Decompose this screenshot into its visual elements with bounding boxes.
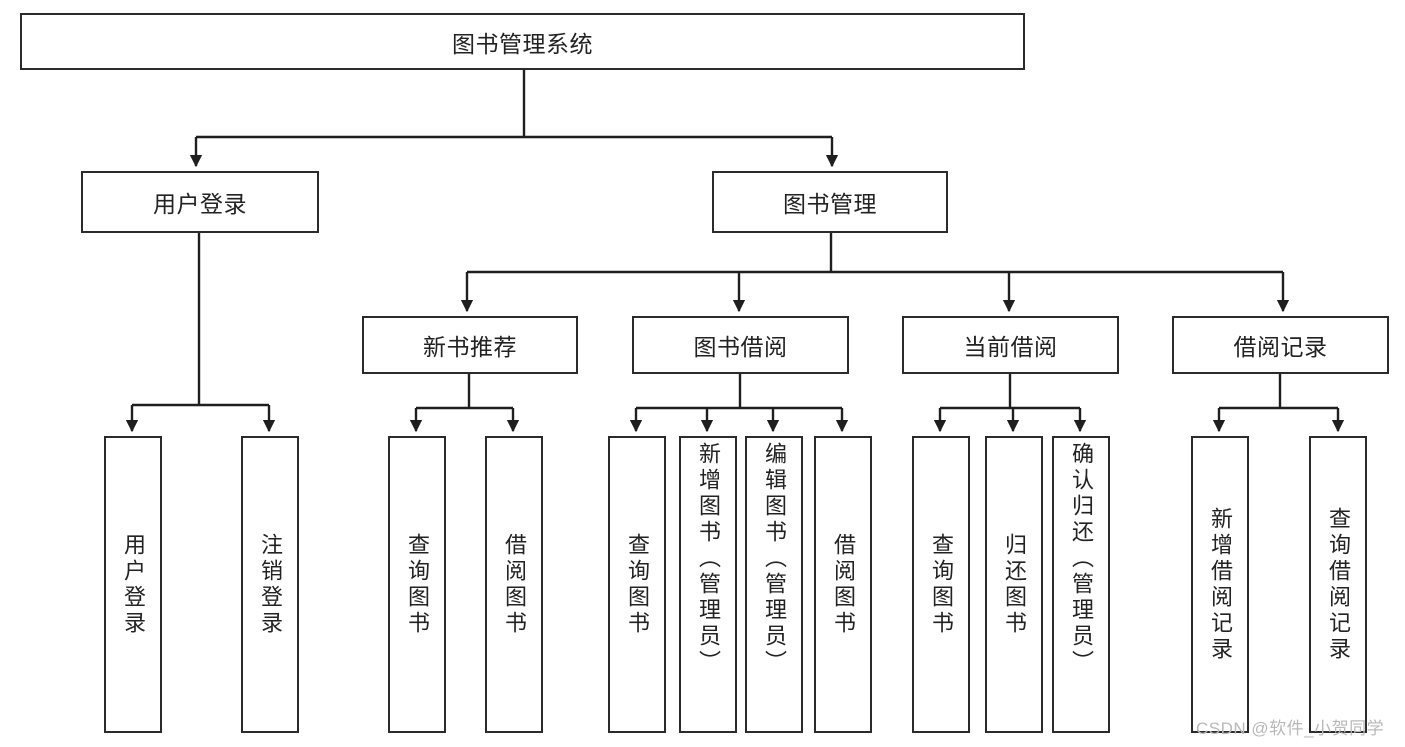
node-new-book-recommend[interactable]: 新书推荐 (362, 316, 578, 374)
leaf-add-record[interactable]: 新增借阅记录 (1191, 436, 1249, 733)
watermark: CSDN @软件_小贺同学 (1196, 719, 1385, 738)
leaf-query-record[interactable]: 查询借阅记录 (1309, 436, 1367, 733)
leaf-user-login[interactable]: 用户登录 (104, 436, 162, 733)
leaf-logout[interactable]: 注销登录 (241, 436, 299, 733)
leaf-borrow-book-2[interactable]: 借阅图书 (814, 436, 872, 733)
leaf-edit-book[interactable]: 编辑图书（管理员） (745, 436, 803, 733)
leaf-add-book[interactable]: 新增图书（管理员） (679, 436, 737, 733)
leaf-query-book-3[interactable]: 查询图书 (912, 436, 970, 733)
leaf-borrow-book-1[interactable]: 借阅图书 (485, 436, 543, 733)
node-root[interactable]: 图书管理系统 (20, 13, 1025, 70)
leaf-query-book-2[interactable]: 查询图书 (608, 436, 666, 733)
leaf-confirm-return[interactable]: 确认归还（管理员） (1052, 436, 1110, 733)
leaf-return-book[interactable]: 归还图书 (985, 436, 1043, 733)
node-book-manage[interactable]: 图书管理 (712, 171, 948, 233)
node-current-borrow[interactable]: 当前借阅 (902, 316, 1119, 374)
node-book-borrow[interactable]: 图书借阅 (632, 316, 849, 374)
node-borrow-record[interactable]: 借阅记录 (1172, 316, 1389, 374)
leaf-query-book-1[interactable]: 查询图书 (388, 436, 446, 733)
node-user-login[interactable]: 用户登录 (81, 171, 319, 233)
